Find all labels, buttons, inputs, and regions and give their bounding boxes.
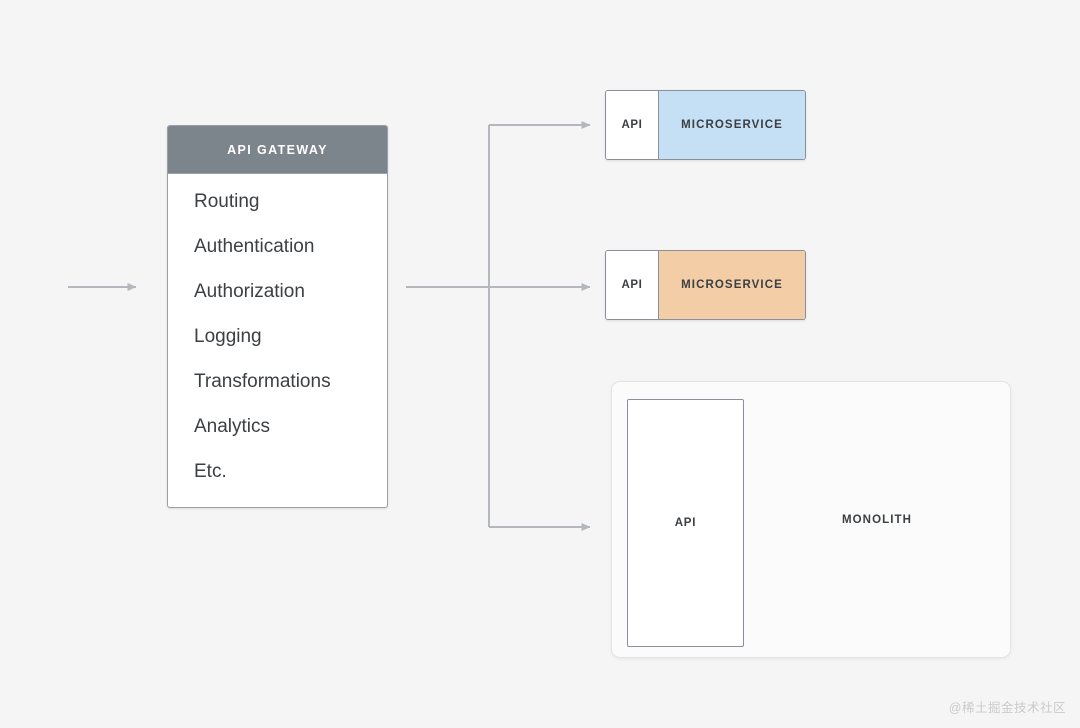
monolith-api-cell: API bbox=[627, 399, 744, 647]
api-gateway-title: API GATEWAY bbox=[227, 142, 328, 157]
gateway-feature-authorization[interactable]: Authorization bbox=[194, 281, 305, 302]
monolith-box[interactable]: API MONOLITH bbox=[611, 381, 1011, 658]
api-gateway-header: API GATEWAY bbox=[168, 126, 387, 174]
microservice-peach-body: MICROSERVICE bbox=[659, 251, 805, 319]
microservice-blue-label: MICROSERVICE bbox=[681, 119, 783, 131]
microservice-peach-api-cell: API bbox=[606, 251, 659, 319]
microservice-blue-box[interactable]: API MICROSERVICE bbox=[605, 90, 806, 160]
microservice-blue-api-label: API bbox=[621, 119, 643, 131]
microservice-peach-api-label: API bbox=[621, 279, 643, 291]
gateway-feature-etc[interactable]: Etc. bbox=[194, 461, 227, 482]
microservice-blue-api-cell: API bbox=[606, 91, 659, 159]
gateway-feature-routing[interactable]: Routing bbox=[194, 191, 260, 212]
microservice-peach-label: MICROSERVICE bbox=[681, 279, 783, 291]
watermark: @稀土掘金技术社区 bbox=[948, 701, 1066, 715]
microservice-blue-body: MICROSERVICE bbox=[659, 91, 805, 159]
api-gateway-feature-list: Routing Authentication Authorization Log… bbox=[168, 174, 387, 481]
gateway-feature-authentication[interactable]: Authentication bbox=[194, 236, 315, 257]
monolith-label: MONOLITH bbox=[841, 513, 913, 526]
gateway-feature-transformations[interactable]: Transformations bbox=[194, 371, 331, 392]
microservice-peach-box[interactable]: API MICROSERVICE bbox=[605, 250, 806, 320]
gateway-feature-analytics[interactable]: Analytics bbox=[194, 416, 271, 437]
gateway-feature-logging[interactable]: Logging bbox=[194, 326, 262, 347]
monolith-api-label: API bbox=[674, 517, 697, 529]
api-gateway-panel[interactable]: API GATEWAY Routing Authentication Autho… bbox=[167, 125, 388, 508]
